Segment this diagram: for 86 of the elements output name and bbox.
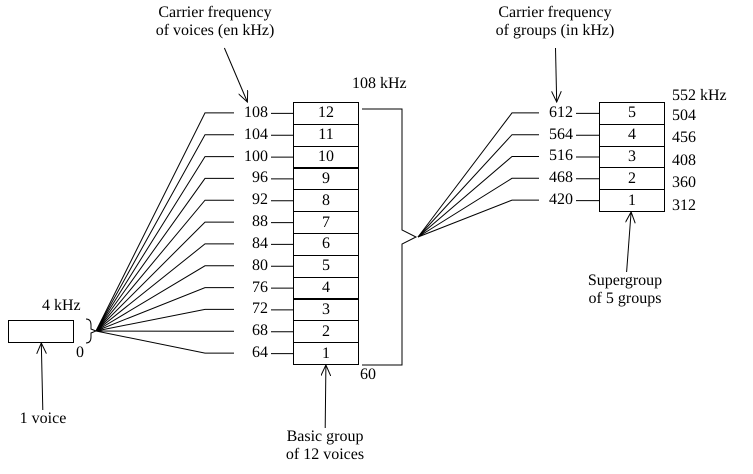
frequency-value: 68 (236, 320, 268, 342)
connector-line (96, 265, 234, 332)
connector-line (576, 178, 600, 180)
frequency-value: 76 (236, 276, 268, 298)
connector-line (418, 156, 540, 238)
frequency-label: 108 kHz (352, 76, 407, 92)
connector-line (270, 244, 294, 245)
frequency-label: 552 kHz (672, 88, 727, 104)
connector-line (96, 243, 234, 332)
arrow (550, 48, 562, 102)
connector-line (576, 156, 600, 158)
connector-line (418, 112, 540, 238)
connector-line (270, 134, 294, 136)
connector-line (96, 330, 234, 332)
frequency-value: 72 (236, 298, 268, 320)
arrow (224, 48, 248, 102)
connector-line (270, 222, 294, 224)
frequency-label: 312 (672, 198, 696, 214)
connector-line (270, 178, 294, 180)
frequency-value: 104 (236, 124, 268, 146)
caption-text: 1 voice (12, 410, 74, 430)
connector-line (270, 156, 294, 158)
connector-line (576, 112, 600, 114)
arrow (36, 342, 48, 410)
arrow (624, 212, 636, 272)
connector-line (576, 134, 600, 136)
frequency-value: 92 (236, 189, 268, 212)
frequency-value: 108 (236, 102, 268, 124)
connector-line (270, 331, 294, 332)
caption-text: Carrier frequency of groups (in kHz) (491, 4, 619, 48)
frequency-label: 456 (672, 130, 696, 146)
frequency-value: 100 (236, 146, 268, 168)
frequency-value: 468 (541, 167, 573, 190)
curly-brace (86, 318, 96, 344)
curly-brace (360, 108, 418, 366)
connector-line (270, 200, 294, 202)
channel-slot: 3 (293, 298, 359, 322)
frequency-value: 80 (236, 254, 268, 277)
connector-line (418, 200, 540, 238)
connector-line (576, 200, 600, 202)
frequency-value: 84 (236, 233, 268, 255)
connector-line (96, 308, 234, 332)
frequency-value: 564 (541, 124, 573, 146)
channel-slot: 5 (599, 102, 665, 125)
frequency-value: 612 (541, 102, 573, 124)
channel-slot: 6 (293, 233, 359, 256)
frequency-value: 516 (541, 146, 573, 168)
connector-line (270, 112, 294, 114)
channel-slot: 4 (293, 276, 359, 300)
frequency-label: 360 (672, 175, 696, 191)
caption-text: Supergroup of 5 groups (582, 272, 668, 316)
caption-text: Carrier frequency of voices (en kHz) (151, 4, 279, 48)
connector-line (96, 222, 234, 332)
connector-line (96, 287, 234, 332)
frequency-label: 0 (76, 345, 84, 361)
channel-slot: 5 (293, 254, 359, 278)
channel-slot: 8 (293, 189, 359, 212)
channel-slot: 2 (599, 167, 665, 190)
frequency-value: 64 (236, 342, 268, 364)
channel-slot: 7 (293, 211, 359, 234)
frequency-value: 420 (541, 189, 573, 211)
frequency-label: 408 (672, 153, 696, 169)
caption-text: Basic group of 12 voices (281, 428, 369, 472)
channel-slot: 2 (293, 320, 359, 344)
connector-line (270, 309, 294, 310)
frequency-value: 96 (236, 168, 268, 190)
connector-line (418, 134, 540, 238)
arrow (320, 364, 332, 428)
connector-line (270, 288, 294, 289)
channel-slot: 10 (293, 146, 359, 168)
channel-slot: 9 (293, 168, 359, 190)
channel-slot: 11 (293, 124, 359, 147)
frequency-label: 60 (360, 367, 376, 383)
connector-line (418, 178, 540, 238)
channel-slot: 1 (599, 189, 665, 212)
frequency-label: 504 (672, 108, 696, 124)
connector-line (270, 353, 294, 354)
frequency-value: 88 (236, 211, 268, 233)
channel-slot: 3 (599, 146, 665, 168)
frequency-label: 4 kHz (42, 298, 81, 314)
signal-box (8, 320, 74, 343)
channel-slot: 4 (599, 124, 665, 147)
channel-slot: 12 (293, 102, 359, 125)
channel-slot: 1 (293, 342, 359, 365)
connector-line (96, 330, 234, 354)
connector-line (270, 266, 294, 267)
